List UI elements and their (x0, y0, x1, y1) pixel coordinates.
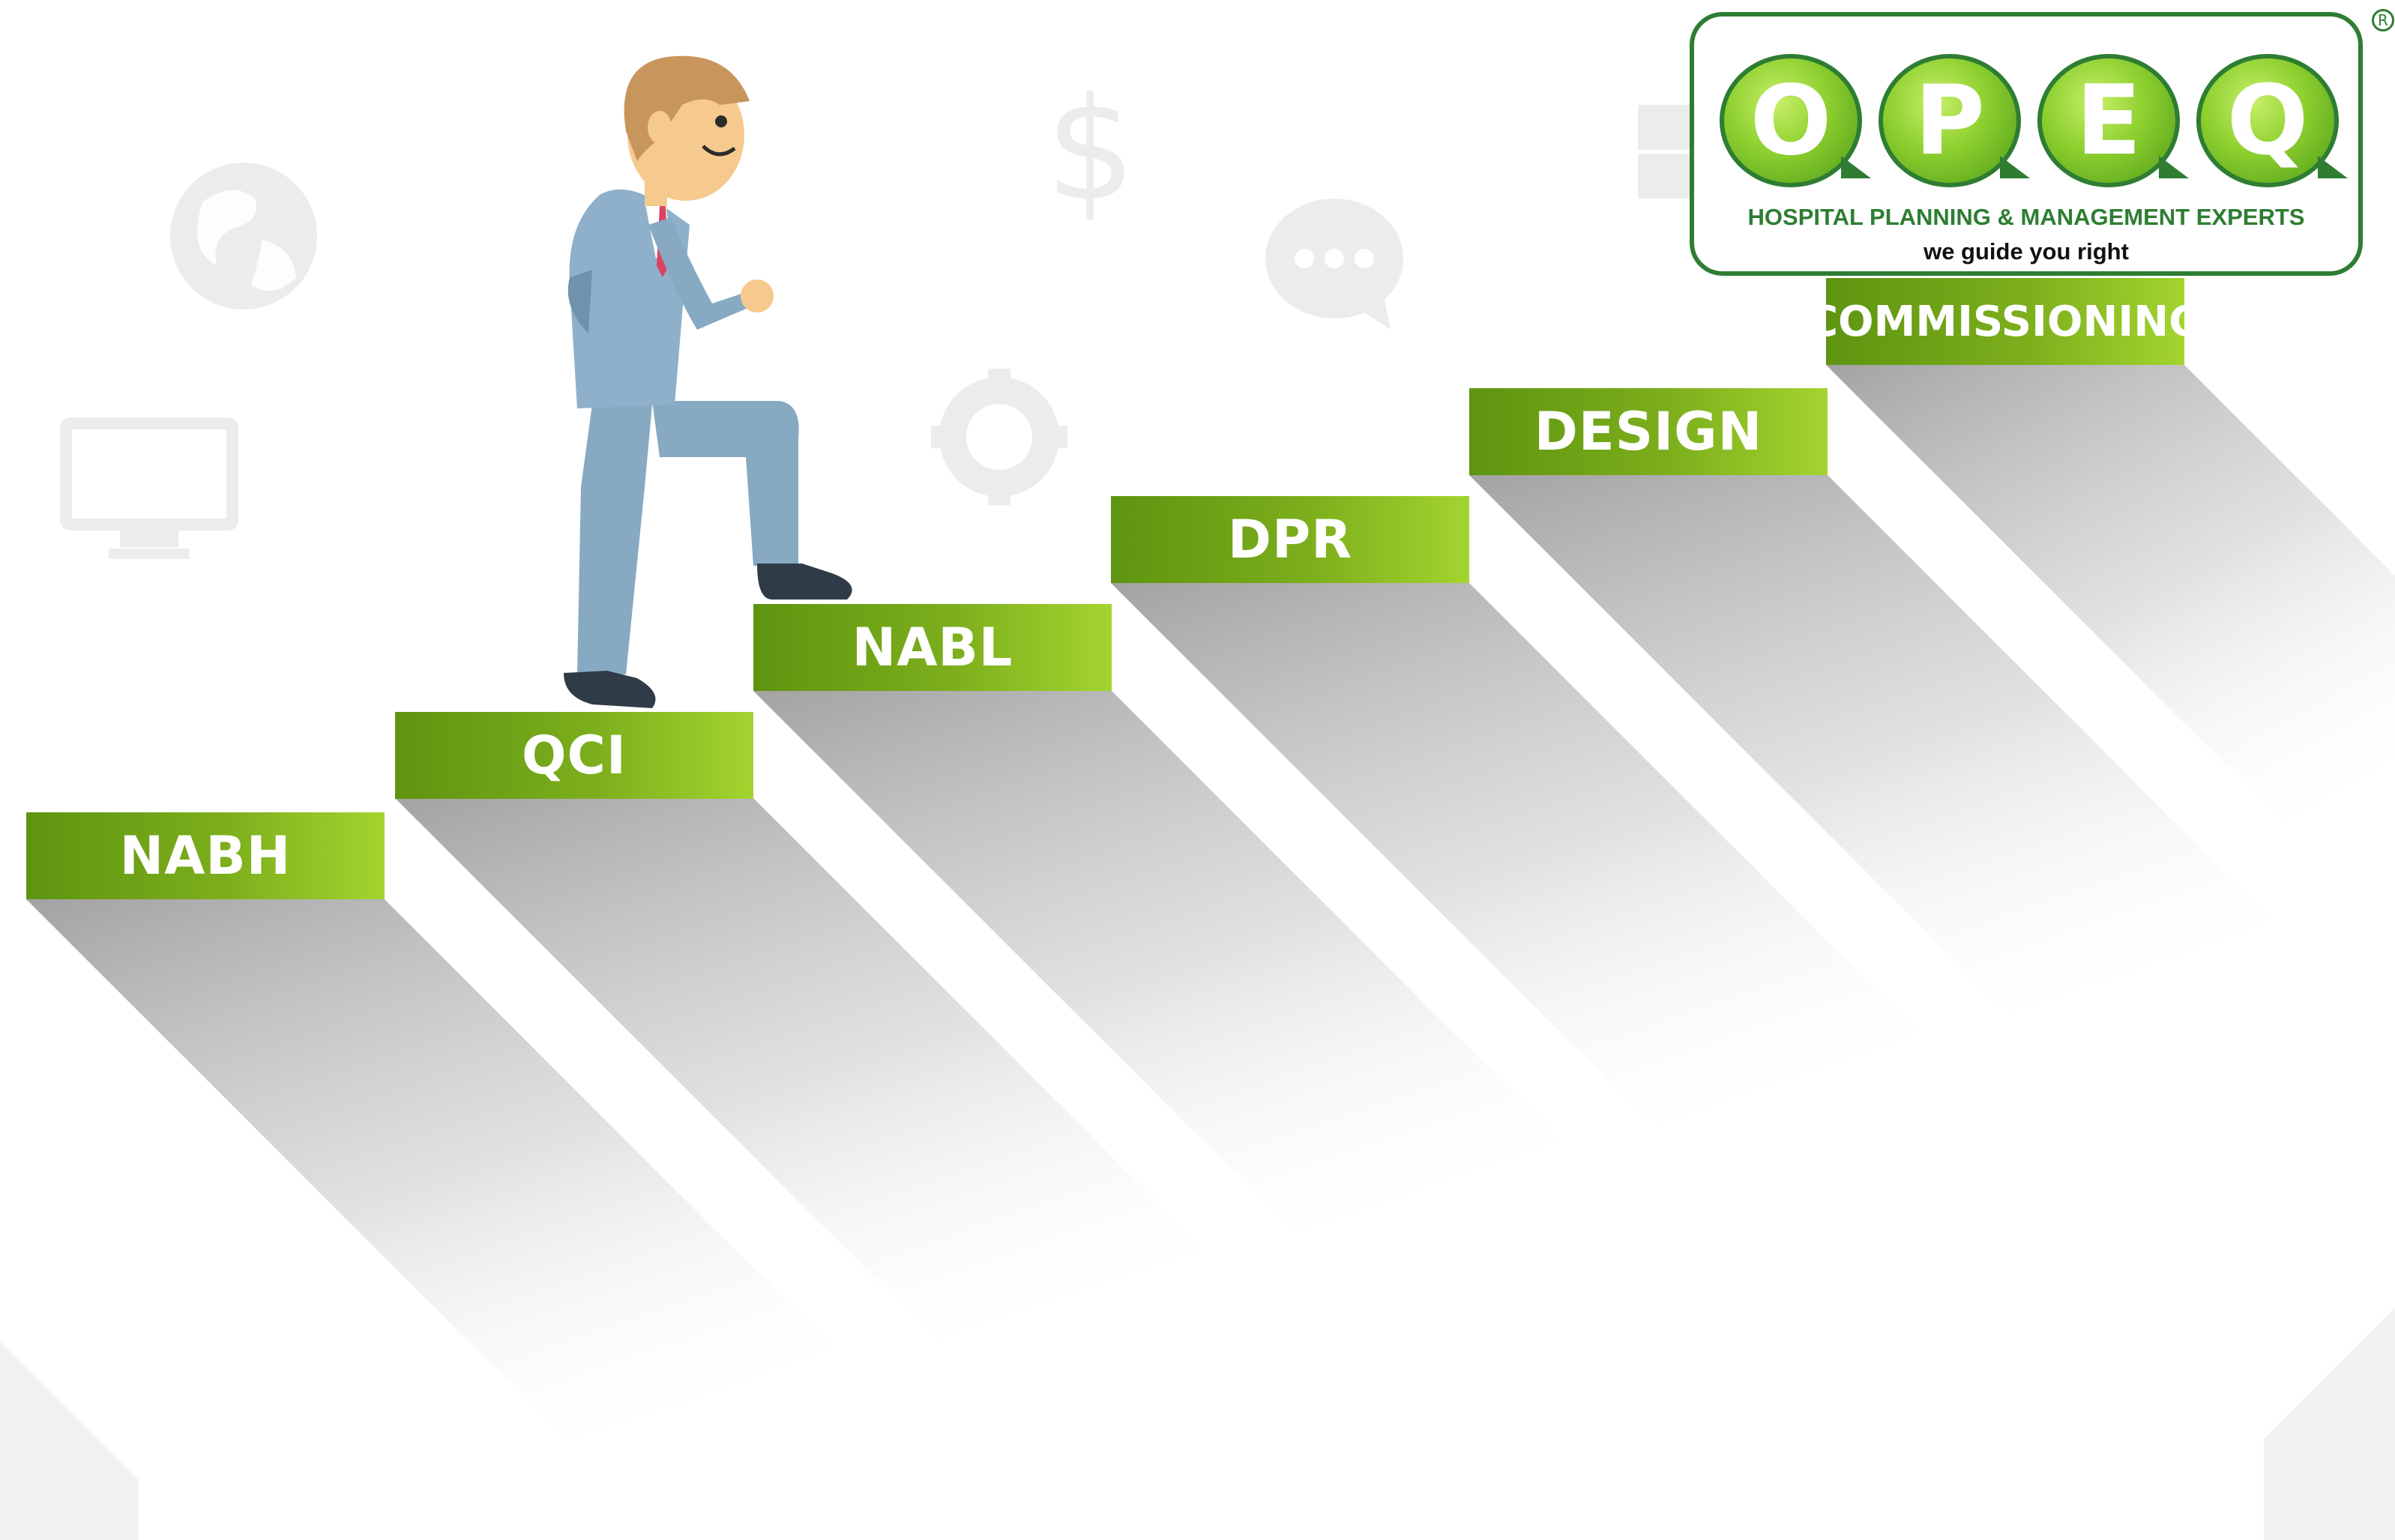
logo-letter-p: P (1879, 54, 2030, 187)
logo-slogan: we guide you right (1923, 238, 2129, 265)
dollar-icon: $ (1046, 67, 1136, 232)
logo-letter-o: O (1720, 54, 1871, 187)
chat-bubble-icon (1265, 199, 1403, 330)
step-nabl: NABL (753, 604, 1112, 691)
step-dpr: DPR (1111, 496, 1469, 583)
step-shadows (26, 365, 2395, 1484)
logo-letter: Q (2226, 64, 2309, 177)
gear-icon (931, 369, 1067, 505)
opeq-logo: O P E Q HOSPITAL PLANNING & MANAGEMENT E… (1690, 12, 2363, 276)
logo-letter: P (1915, 64, 1985, 177)
svg-text:$: $ (1046, 67, 1136, 232)
step-label: COMMISSIONING (1807, 297, 2204, 346)
person-climbing-icon (564, 55, 852, 708)
step-label: NABL (852, 617, 1013, 678)
globe-icon (170, 163, 317, 309)
logo-tagline: HOSPITAL PLANNING & MANAGEMENT EXPERTS (1747, 204, 2305, 230)
step-qci: QCI (395, 712, 753, 799)
logo-letter: E (2076, 64, 2142, 177)
corner-decoration (0, 1308, 2395, 1540)
logo-letter-e: E (2037, 54, 2189, 187)
logo-letter: O (1750, 64, 1832, 177)
step-commissioning: COMMISSIONING (1807, 278, 2203, 365)
monitor-icon (60, 417, 238, 559)
step-nabh: NABH (26, 812, 385, 899)
step-label: QCI (522, 725, 627, 786)
logo-letter-q: Q (2196, 54, 2348, 187)
registered-mark-icon: R (2372, 9, 2394, 31)
step-label: DESIGN (1534, 401, 1763, 462)
step-design: DESIGN (1469, 388, 1828, 475)
step-label: NABH (119, 825, 292, 887)
step-label: DPR (1227, 509, 1353, 570)
partial-icon-right (1638, 105, 1694, 199)
